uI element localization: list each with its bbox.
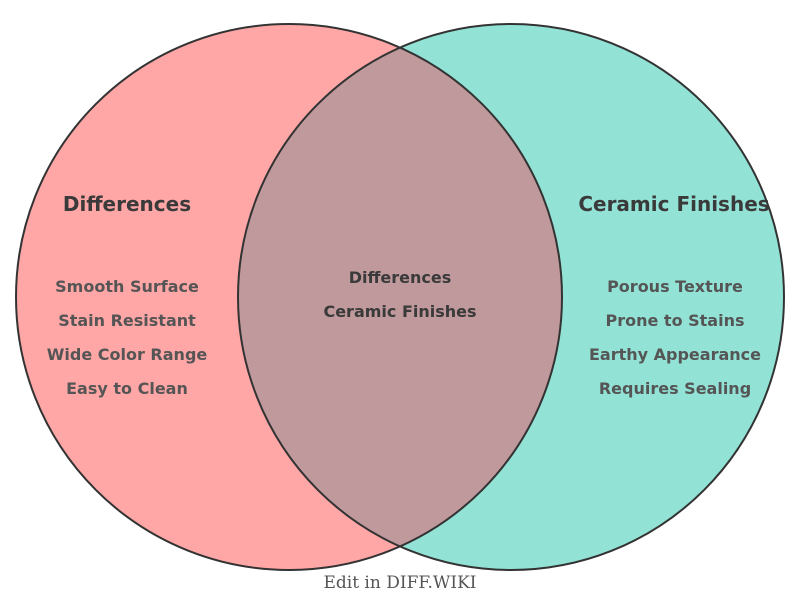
overlap-label-line: Ceramic Finishes (323, 302, 477, 321)
left-circle-item: Stain Resistant (58, 311, 196, 330)
left-circle-item: Smooth Surface (55, 277, 199, 296)
left-circle-items: Smooth Surface Stain Resistant Wide Colo… (0, 270, 254, 406)
overlap-labels: Differences Ceramic Finishes (300, 261, 500, 329)
right-circle-item: Porous Texture (607, 277, 743, 296)
overlap-region (238, 24, 562, 570)
right-circle-item: Prone to Stains (605, 311, 745, 330)
right-circle-outline (237, 23, 785, 571)
left-circle-item: Wide Color Range (46, 345, 208, 364)
footer: Edit in DIFF.WIKI (0, 572, 800, 594)
edit-link[interactable]: Edit in DIFF.WIKI (323, 573, 477, 593)
left-circle-outline (15, 23, 563, 571)
overlap-label-line: Differences (348, 268, 452, 287)
right-circle-item: Requires Sealing (598, 379, 752, 398)
right-circle-items: Porous Texture Prone to Stains Earthy Ap… (548, 270, 800, 406)
left-circle-title: Differences (62, 192, 192, 216)
right-circle-item: Earthy Appearance (588, 345, 761, 364)
left-circle-item: Easy to Clean (66, 379, 188, 398)
right-circle-title: Ceramic Finishes (578, 192, 770, 216)
